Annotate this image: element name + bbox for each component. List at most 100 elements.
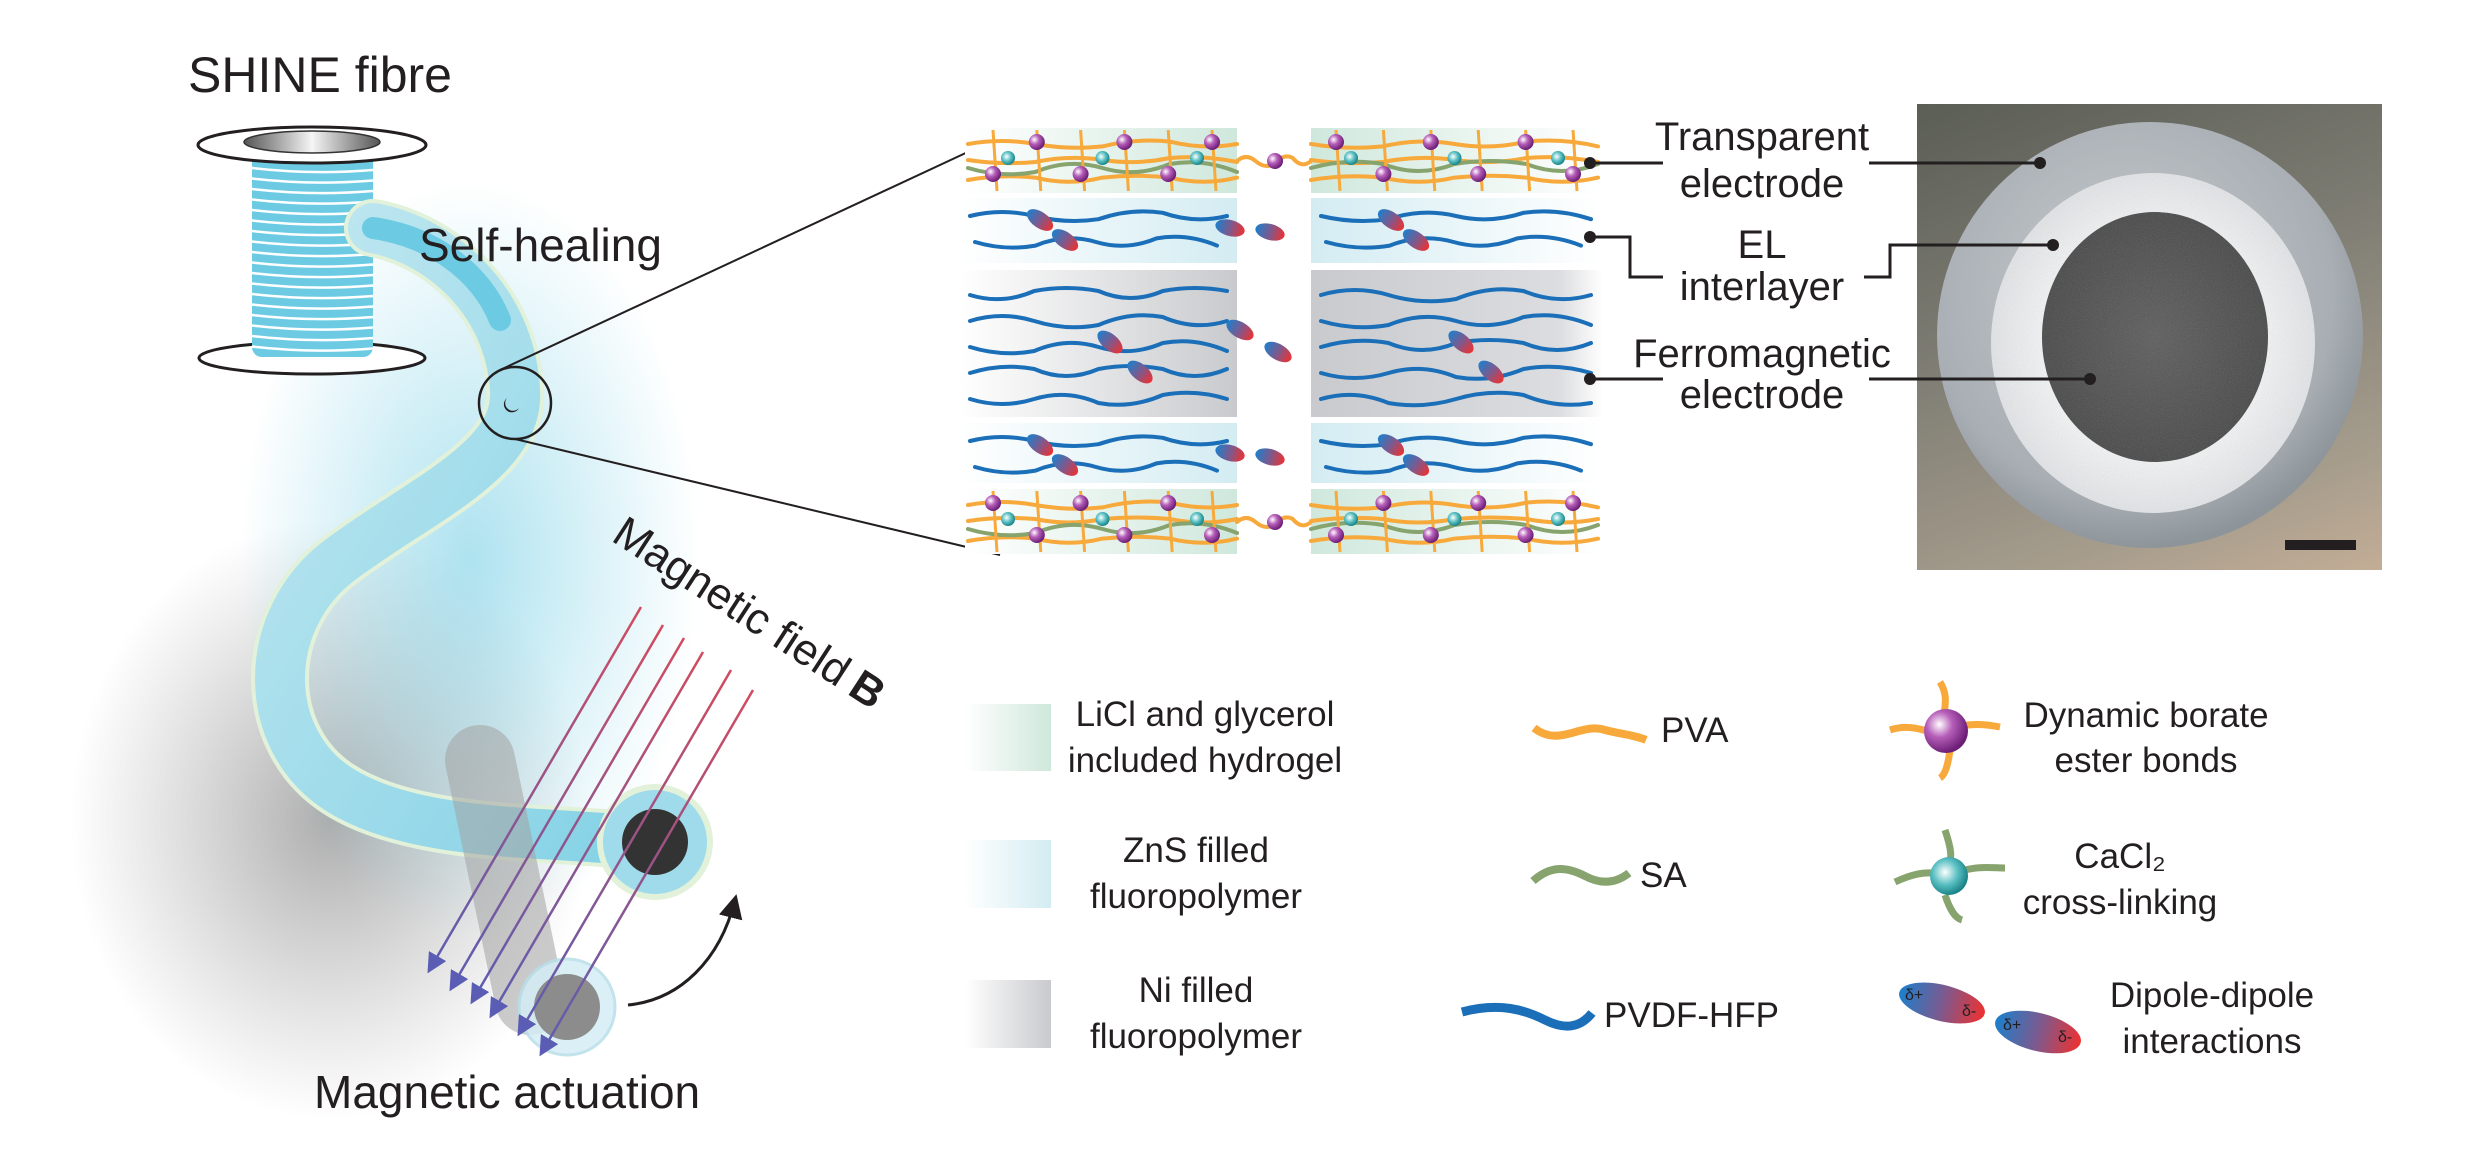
dipole-mark — [1255, 223, 1285, 241]
legend: LiCl and glycerol included hydrogel ZnS … — [965, 680, 2314, 1061]
spool-winding — [251, 345, 374, 352]
borate-bond — [985, 166, 1001, 182]
dipole-mark — [1448, 330, 1474, 354]
legend-swatch-zns — [965, 840, 1051, 908]
connector-dot — [1584, 157, 1596, 169]
borate-bond — [1028, 134, 1045, 150]
borate-bond — [1470, 166, 1487, 182]
polymer-chain — [968, 313, 1229, 330]
field-line — [427, 606, 643, 974]
legend-hydrogel-line2: included hydrogel — [1068, 741, 1342, 780]
legend-zns-line2: fluoropolymer — [1090, 877, 1302, 916]
polymer-chain — [966, 160, 1239, 177]
spool-winding — [251, 166, 374, 174]
legend-borate-line1: Dynamic borate — [2023, 696, 2268, 735]
dipole-mark — [1026, 209, 1054, 231]
label-transparent-line2: electrode — [1680, 162, 1845, 206]
polymer-chain — [1324, 234, 1583, 250]
legend-dipole-icon: δ+ δ- δ+ δ- — [1899, 982, 2081, 1054]
field-line — [449, 624, 665, 992]
cacl2-node — [1447, 512, 1462, 526]
borate-bond — [1517, 527, 1534, 543]
borate-bond — [1470, 495, 1487, 511]
legend-borate-icon — [1888, 680, 2001, 781]
borate-bond — [1028, 527, 1045, 543]
dipole-plus: δ+ — [2003, 1017, 2021, 1034]
polymer-chain — [1309, 138, 1600, 150]
tube-end-core — [622, 809, 688, 875]
polymer-chain — [966, 173, 1239, 184]
cacl2-node — [1344, 512, 1358, 526]
spool-winding — [251, 334, 374, 342]
legend-swatch-ni — [965, 980, 1051, 1048]
photo-dot-ferro — [2084, 373, 2096, 385]
polymer-chain — [966, 521, 1239, 538]
label-el-line2: interlayer — [1680, 265, 1845, 309]
polymer-chain — [968, 390, 1229, 407]
legend-cacl2-line2: cross-linking — [2023, 883, 2218, 922]
label-ferro-line1: Ferromagnetic — [1633, 332, 1891, 376]
shadow-tube — [445, 725, 565, 1035]
legend-zns-line1: ZnS filled — [1123, 831, 1269, 870]
spool-winding — [251, 187, 374, 195]
polymer-chain — [968, 339, 1229, 356]
polymer-chain — [973, 234, 1219, 250]
zns-layer-top-left — [960, 198, 1237, 263]
spool-winding — [251, 292, 374, 300]
legend-pvdf-icon — [1460, 1002, 1596, 1031]
self-healing-label: Self-healing — [419, 219, 662, 271]
legend-dipole-line2: interactions — [2123, 1022, 2302, 1061]
magnetic-actuation-label: Magnetic actuation — [314, 1066, 700, 1118]
borate-bond — [1565, 166, 1581, 182]
borate-bond — [1328, 527, 1344, 543]
polymer-chain — [1309, 499, 1600, 511]
borate-bond — [1267, 153, 1283, 169]
connector-dot — [1584, 231, 1596, 243]
spool-winding — [251, 261, 374, 268]
scale-bar — [2285, 540, 2356, 550]
dipole-mark — [1097, 330, 1123, 354]
polymer-chain — [968, 209, 1229, 223]
cacl2-node — [1095, 151, 1110, 165]
borate-bond — [1116, 527, 1133, 543]
borate-bond — [1160, 495, 1177, 511]
cacl2-node — [1095, 512, 1110, 526]
legend-cacl2-line1: CaCl₂ — [2074, 837, 2165, 876]
legend-sa-icon — [1530, 865, 1632, 886]
polymer-chain — [1319, 434, 1593, 448]
spool-winding — [251, 282, 374, 289]
dipole-mark — [1026, 434, 1054, 456]
field-line — [539, 689, 755, 1057]
dipole-mark — [1215, 219, 1245, 237]
dipole-mark — [1226, 319, 1254, 341]
cacl2-node — [1190, 151, 1204, 165]
polymer-chain — [1319, 390, 1593, 408]
label-el-line1: EL — [1738, 223, 1787, 267]
legend-pvdf-label: PVDF-HFP — [1604, 996, 1779, 1035]
fibre-cross-section-icon — [503, 398, 519, 413]
cacl2-node — [1551, 512, 1565, 526]
legend-dipole-line1: Dipole-dipole — [2110, 976, 2314, 1015]
dipole-mark — [1402, 454, 1430, 476]
borate-bond — [1204, 527, 1220, 543]
borate-bond — [985, 495, 1001, 511]
legend-sa-label: SA — [1640, 856, 1687, 895]
fibre-strand-thin — [362, 217, 511, 331]
shine-fibre-title: SHINE fibre — [188, 47, 452, 103]
cross-section-photo — [1917, 104, 2382, 570]
field-line — [470, 637, 686, 1005]
cacl2-node — [1344, 151, 1358, 165]
polymer-chain — [966, 534, 1239, 545]
polymer-chain — [966, 138, 1239, 150]
legend-borate-line2: ester bonds — [2055, 741, 2238, 780]
borate-bond — [1072, 495, 1089, 511]
rotation-arrow-icon — [627, 894, 743, 1007]
dipole-plus: δ+ — [1905, 987, 1923, 1004]
field-line — [517, 669, 733, 1037]
borate-bond — [1328, 134, 1344, 150]
spool-winding — [251, 250, 374, 258]
polymer-chain — [1309, 534, 1600, 545]
dipole-minus: δ- — [2058, 1029, 2072, 1046]
zns-layer-top-right — [1311, 198, 1601, 263]
